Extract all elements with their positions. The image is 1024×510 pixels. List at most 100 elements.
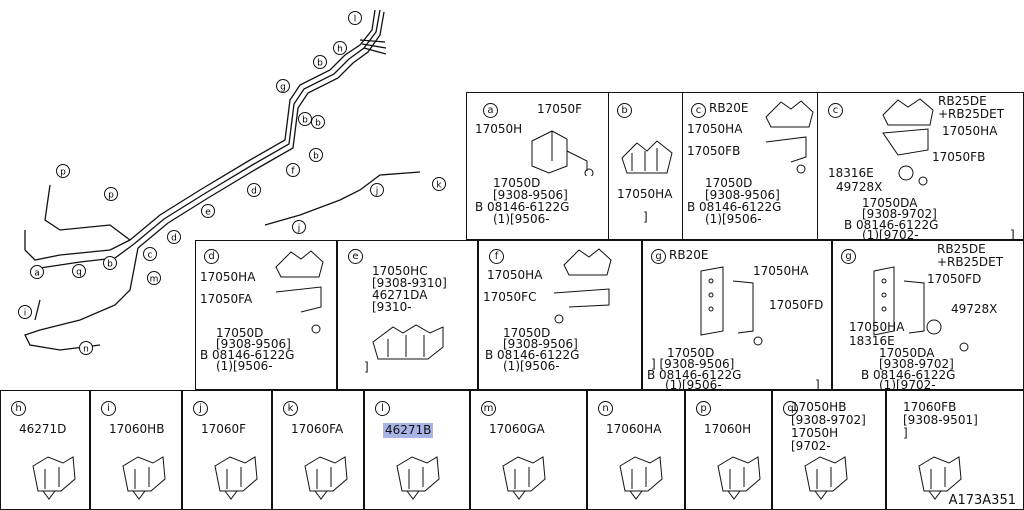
svg-text:i: i (24, 309, 27, 319)
svg-text:n: n (83, 345, 89, 355)
part-number-label[interactable]: 17050HB [9308-9702] 17050H [9702- (791, 400, 866, 453)
svg-text:m: m (150, 275, 159, 285)
part-label: (1)[9506- (493, 212, 550, 226)
part-label: B 08146-6122G (844, 218, 939, 232)
svg-text:g: g (280, 83, 286, 93)
variant-label: RB25DE +RB25DET (938, 94, 1005, 121)
part-label: B 08146-6122G (475, 200, 570, 214)
clip-bracket-illustration (873, 266, 969, 352)
part-label: [9308-9506] (493, 188, 568, 202)
part-label: [9308-9506] (503, 337, 578, 351)
svg-text:b: b (107, 260, 113, 270)
part-label: 17050D (216, 326, 264, 340)
variant-label: RB25DE +RB25DET (937, 242, 1004, 269)
part-label: 17050FC (483, 290, 537, 304)
overview-callout: b (298, 112, 312, 126)
part-cell-p: p 17060H (685, 390, 772, 510)
callout-letter: d (204, 249, 219, 264)
part-label: (1)[9506- (705, 212, 762, 226)
part-label: (1)[9506- (665, 378, 722, 392)
svg-text:j: j (375, 187, 379, 197)
part-label: [9308-9506] (705, 188, 780, 202)
callout-letter: c (828, 103, 843, 118)
part-label: 17050FB (687, 144, 741, 158)
callout-letter: b (617, 103, 632, 118)
part-label: ] (364, 360, 369, 374)
callout-letter: q (783, 401, 798, 416)
overview-callout: n (79, 341, 93, 355)
overview-callout: b (313, 55, 327, 69)
callout-letter: g (651, 249, 666, 264)
part-number-label[interactable]: 17060FB [9308-9501] ] (903, 400, 978, 440)
callout-letter: p (696, 401, 711, 416)
part-label: (1)[9506- (503, 359, 560, 373)
part-label: 17050D (705, 176, 753, 190)
part-number-label[interactable]: 46271B (383, 423, 434, 438)
part-number-label[interactable]: 17060HA (606, 422, 662, 436)
part-label: B 08146-6122G (861, 368, 956, 382)
svg-text:k: k (436, 181, 442, 191)
callout-letter: g (841, 249, 856, 264)
part-number-label[interactable]: 17060GA (489, 422, 545, 436)
detail-panel-c-rb25: c RB25DE +RB25DET 17050HA 17050FB 18316E… (817, 92, 1024, 242)
callout-letter: m (481, 401, 496, 416)
svg-text:l: l (354, 15, 357, 25)
svg-text:j: j (297, 224, 301, 234)
part-label: [9308-9702] (862, 207, 937, 221)
overview-callout: h (333, 41, 347, 55)
part-label: ] [9308-9506] (651, 357, 735, 371)
overview-callout: k (432, 177, 446, 191)
detail-panel-g-rb20e: g RB20E 17050HA 17050FD 17050D ] [9308-9… (642, 240, 832, 392)
svg-text:b: b (315, 119, 321, 129)
variant-label: RB20E (669, 248, 709, 262)
clip-illustration (304, 456, 348, 500)
part-label: (1)[9702- (862, 228, 919, 242)
part-number-label[interactable]: 46271D (19, 422, 67, 436)
clip-illustration (214, 456, 258, 500)
part-number-label[interactable]: 17060F (201, 422, 247, 436)
part-label: 17050HC (372, 264, 428, 278)
part-label: 18316E (849, 334, 895, 348)
part-label: ] (1010, 228, 1015, 242)
callout-letter: k (283, 401, 298, 416)
callout-letter: e (348, 249, 363, 264)
callout-letter: l (375, 401, 390, 416)
part-number-label[interactable]: 17060FA (291, 422, 344, 436)
part-label: [9310- (372, 300, 412, 314)
detail-panel-c-rb20e: c RB20E 17050HA 17050FB 17050D [9308-950… (682, 92, 818, 240)
part-label: 17050D (493, 176, 541, 190)
part-label: 17050FD (927, 272, 982, 286)
overview-callout: c (143, 247, 157, 261)
callout-letter: a (483, 103, 498, 118)
svg-text:b: b (313, 152, 319, 162)
svg-text:c: c (148, 251, 153, 261)
diagram-code: A173A351 (948, 493, 1016, 508)
detail-panel-b: b 17050HA ] (608, 92, 683, 240)
part-label: B 08146-6122G (200, 348, 295, 362)
svg-text:d: d (171, 234, 177, 244)
clip-illustration (918, 456, 962, 500)
clip-illustration (502, 456, 546, 500)
overview-callout: b (309, 148, 323, 162)
part-label: 17050DA (879, 346, 935, 360)
part-label: B 08146-6122G (647, 368, 742, 382)
part-label: 17050HA (849, 320, 905, 334)
part-label: 17050FB (932, 150, 986, 164)
part-label: 17050HA (687, 122, 743, 136)
part-label: 17050FD (769, 298, 824, 312)
svg-text:e: e (205, 208, 211, 218)
part-label: 17050D (503, 326, 551, 340)
svg-text:p: p (60, 168, 66, 178)
part-number-label[interactable]: 17060HB (109, 422, 165, 436)
part-label: 17050H (475, 122, 523, 136)
part-number-label[interactable]: 17060H (704, 422, 752, 436)
svg-text:b: b (317, 59, 323, 69)
part-cell-extra: 17060FB [9308-9501] ] (886, 390, 1024, 510)
callout-letter: i (101, 401, 116, 416)
overview-callout: b (103, 256, 117, 270)
